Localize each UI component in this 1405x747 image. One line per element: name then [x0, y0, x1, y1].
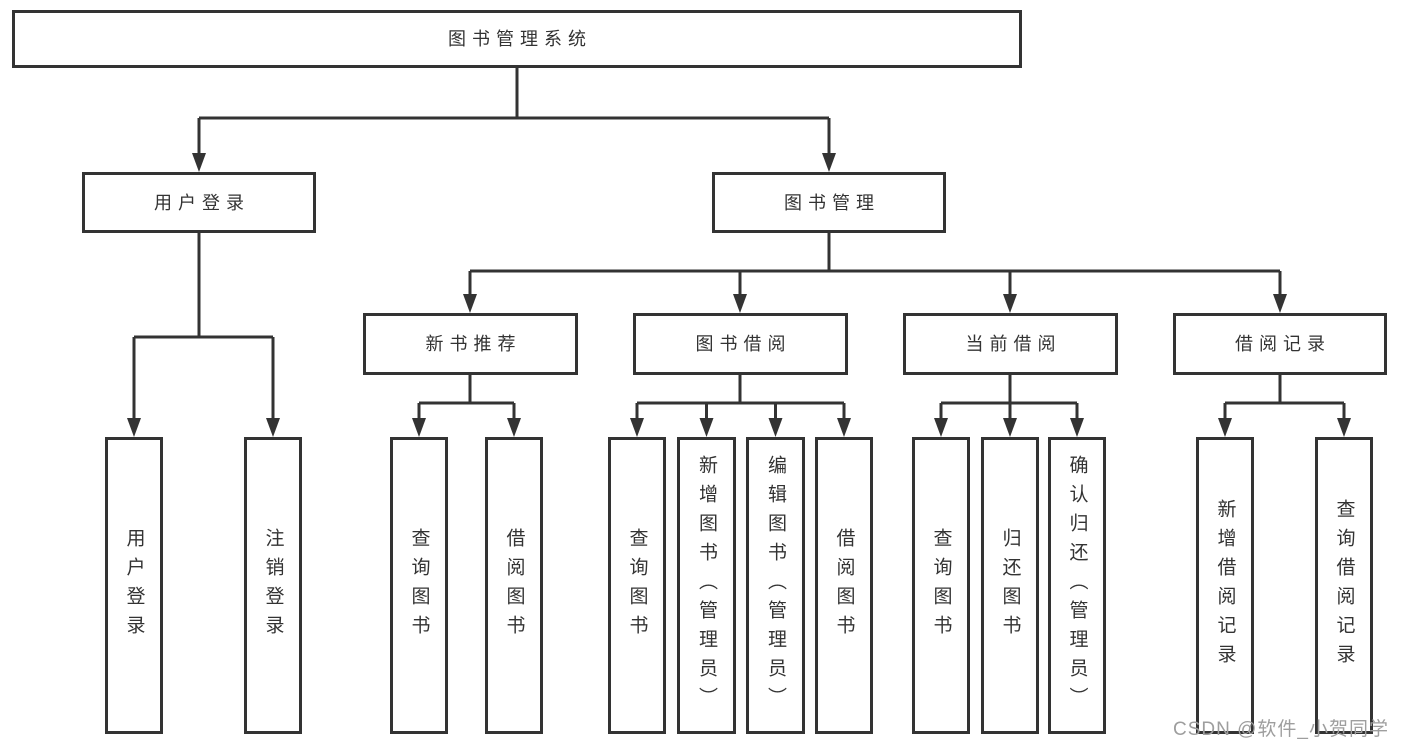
leaf-logout-label: 注销登录	[262, 527, 284, 644]
leaf-borrow-book-recommend-label: 借阅图书	[503, 527, 525, 644]
leaf-add-book-admin-label: 新增图书（管理员）	[696, 455, 717, 716]
leaf-query-book-borrowing-label: 查询图书	[626, 527, 648, 644]
leaf-user-login: 用户登录	[105, 437, 163, 734]
node-current-borrowing: 当前借阅	[903, 313, 1118, 375]
node-new-book-recommend-label: 新书推荐	[425, 334, 522, 354]
leaf-user-login-label: 用户登录	[123, 527, 145, 644]
node-user-login-label: 用户登录	[154, 192, 250, 213]
node-book-management: 图书管理	[712, 172, 946, 233]
leaf-edit-book-admin-label: 编辑图书（管理员）	[765, 455, 786, 716]
node-root-system: 图书管理系统	[12, 10, 1022, 68]
leaf-add-borrow-record: 新增借阅记录	[1196, 437, 1254, 734]
csdn-watermark: CSDN @软件_小贺同学	[1173, 719, 1389, 740]
node-book-borrowing-label: 图书借阅	[695, 334, 792, 354]
leaf-borrow-book-borrowing-label: 借阅图书	[833, 527, 855, 644]
leaf-return-book-label: 归还图书	[999, 527, 1021, 644]
leaf-query-book-borrowing: 查询图书	[608, 437, 666, 734]
leaf-borrow-book-recommend: 借阅图书	[485, 437, 543, 734]
leaf-query-book-recommend: 查询图书	[390, 437, 448, 734]
node-borrowing-records-label: 借阅记录	[1235, 334, 1331, 354]
leaf-return-book: 归还图书	[981, 437, 1039, 734]
leaf-edit-book-admin: 编辑图书（管理员）	[746, 437, 805, 734]
node-root-label: 图书管理系统	[448, 29, 592, 49]
leaf-confirm-return-admin-label: 确认归还（管理员）	[1066, 455, 1088, 716]
leaf-add-book-admin: 新增图书（管理员）	[677, 437, 736, 734]
leaf-logout: 注销登录	[244, 437, 302, 734]
node-borrowing-records: 借阅记录	[1173, 313, 1387, 375]
leaf-query-borrow-record: 查询借阅记录	[1315, 437, 1373, 734]
leaf-query-book-current: 查询图书	[912, 437, 970, 734]
leaf-add-borrow-record-label: 新增借阅记录	[1214, 498, 1236, 673]
leaf-query-book-recommend-label: 查询图书	[408, 527, 430, 644]
leaf-borrow-book-borrowing: 借阅图书	[815, 437, 873, 734]
leaf-query-book-current-label: 查询图书	[930, 527, 952, 644]
node-book-borrowing: 图书借阅	[633, 313, 848, 375]
node-book-management-label: 图书管理	[784, 192, 880, 213]
node-user-login: 用户登录	[82, 172, 316, 233]
leaf-confirm-return-admin: 确认归还（管理员）	[1048, 437, 1106, 734]
node-new-book-recommend: 新书推荐	[363, 313, 578, 375]
node-current-borrowing-label: 当前借阅	[965, 334, 1062, 354]
leaf-query-borrow-record-label: 查询借阅记录	[1333, 498, 1355, 673]
